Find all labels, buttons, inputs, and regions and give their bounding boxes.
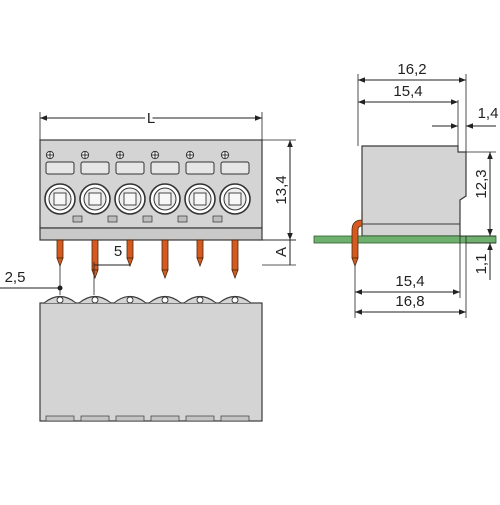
bump-hole-icon — [126, 296, 134, 304]
bottom-bump-6 — [218, 295, 252, 422]
pin-tip — [231, 269, 239, 280]
pin-tip — [56, 257, 64, 268]
bottom-foot — [115, 415, 145, 422]
clamp-window-icon — [123, 192, 137, 206]
pitch-offset-dot — [57, 285, 63, 291]
side-total-depth-label: 16,8 — [395, 293, 424, 310]
clamp-window-icon — [88, 192, 102, 206]
clamp-window-icon — [193, 192, 207, 206]
lever-slot — [185, 161, 215, 175]
bottom-view — [39, 295, 263, 422]
separator-tab — [142, 215, 153, 223]
pitch-offset-label: 2,5 — [5, 269, 26, 286]
bump-hole-icon — [196, 296, 204, 304]
pin-1 — [56, 239, 64, 268]
side-overall-width-label: 16,2 — [397, 61, 426, 78]
bump-hole-icon — [91, 296, 99, 304]
bottom-foot — [150, 415, 180, 422]
pin-3 — [126, 239, 134, 268]
bottom-foot — [80, 415, 110, 422]
bottom-bumps — [43, 295, 252, 422]
side-housing — [361, 145, 467, 237]
side-tab-label: 1,4 — [478, 105, 499, 122]
bottom-foot — [220, 415, 250, 422]
bump-hole-icon — [56, 296, 64, 304]
pin-tip — [196, 257, 204, 268]
pin-tip — [161, 269, 169, 280]
lever-slot — [80, 161, 110, 175]
front-pins — [56, 239, 239, 280]
lever-slot — [220, 161, 250, 175]
pin-shaft — [126, 239, 134, 259]
front-housing — [39, 139, 263, 229]
pin-5 — [196, 239, 204, 268]
pin-shaft — [161, 239, 169, 271]
bottom-bump-2 — [78, 295, 112, 422]
front-poles — [44, 150, 251, 223]
pole-1 — [44, 150, 83, 223]
pitch-label: 5 — [114, 243, 122, 260]
bottom-bump-3 — [113, 295, 147, 422]
bottom-bump-1 — [43, 295, 77, 422]
bottom-foot — [45, 415, 75, 422]
side-pin-tip — [351, 257, 359, 268]
lever-slot — [115, 161, 145, 175]
side-body-width-label: 15,4 — [393, 83, 422, 100]
pole-5 — [184, 150, 223, 223]
bump-hole-icon — [231, 296, 239, 304]
pcb-board — [313, 235, 497, 244]
side-view: 16,2 15,4 1,4 12,3 1,1 15,4 16,8 — [313, 61, 499, 318]
bottom-foot — [185, 415, 215, 422]
clamp-window-icon — [53, 192, 67, 206]
separator-tab — [107, 215, 118, 223]
pole-3 — [114, 150, 153, 223]
side-bottom-width-label: 15,4 — [395, 273, 424, 290]
pole-4 — [149, 150, 188, 223]
height-label: 13,4 — [273, 175, 290, 204]
clamp-window-icon — [228, 192, 242, 206]
front-housing-base — [39, 227, 263, 241]
pin-tip — [126, 257, 134, 268]
separator-tab — [212, 215, 223, 223]
clamp-window-icon — [158, 192, 172, 206]
pole-6 — [219, 150, 251, 215]
bottom-housing — [39, 302, 263, 422]
pin-shaft — [56, 239, 64, 259]
length-label: L — [147, 110, 155, 127]
pin-shaft — [196, 239, 204, 259]
bottom-bump-4 — [148, 295, 182, 422]
pin-2 — [91, 239, 99, 280]
pin-shaft — [231, 239, 239, 271]
separator-tab — [72, 215, 83, 223]
lever-slot — [45, 161, 75, 175]
pin-below-label: 1,1 — [473, 254, 490, 275]
side-pin — [351, 212, 363, 259]
bottom-bump-5 — [183, 295, 217, 422]
pin-tip — [91, 269, 99, 280]
separator-tab — [177, 215, 188, 223]
pin-4 — [161, 239, 169, 280]
lever-slot — [150, 161, 180, 175]
pole-2 — [79, 150, 118, 223]
front-view: L 13,4 A 2,5 5 — [0, 107, 296, 295]
bump-hole-icon — [161, 296, 169, 304]
a-label: A — [273, 247, 290, 257]
side-height-label: 12,3 — [473, 169, 490, 198]
pin-6 — [231, 239, 239, 280]
